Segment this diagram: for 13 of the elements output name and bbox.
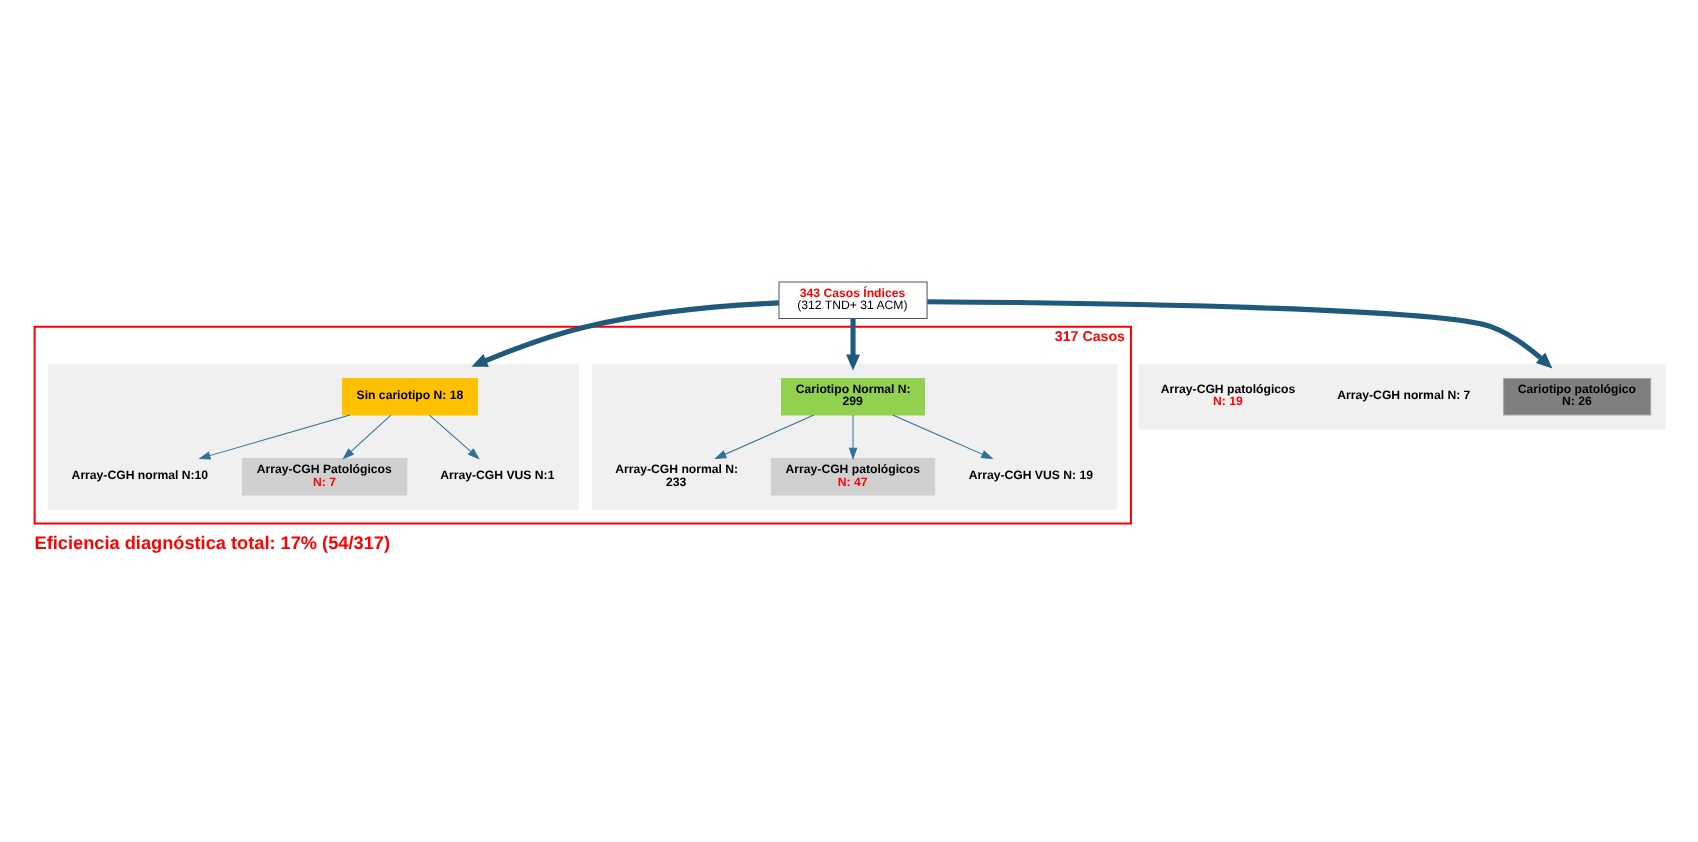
caption: Eficiencia diagnóstica total: 17% (54/317) xyxy=(33,533,389,554)
arrow xyxy=(427,414,479,460)
arrow xyxy=(197,414,350,460)
arrow xyxy=(470,300,778,367)
cluster xyxy=(590,363,1117,510)
arrow xyxy=(926,299,1552,369)
arrow xyxy=(847,414,857,460)
arrow xyxy=(341,414,391,460)
cluster xyxy=(1137,363,1665,430)
arrow xyxy=(713,414,814,460)
arrow xyxy=(845,318,860,371)
cluster xyxy=(47,363,578,510)
arrow xyxy=(891,414,993,460)
